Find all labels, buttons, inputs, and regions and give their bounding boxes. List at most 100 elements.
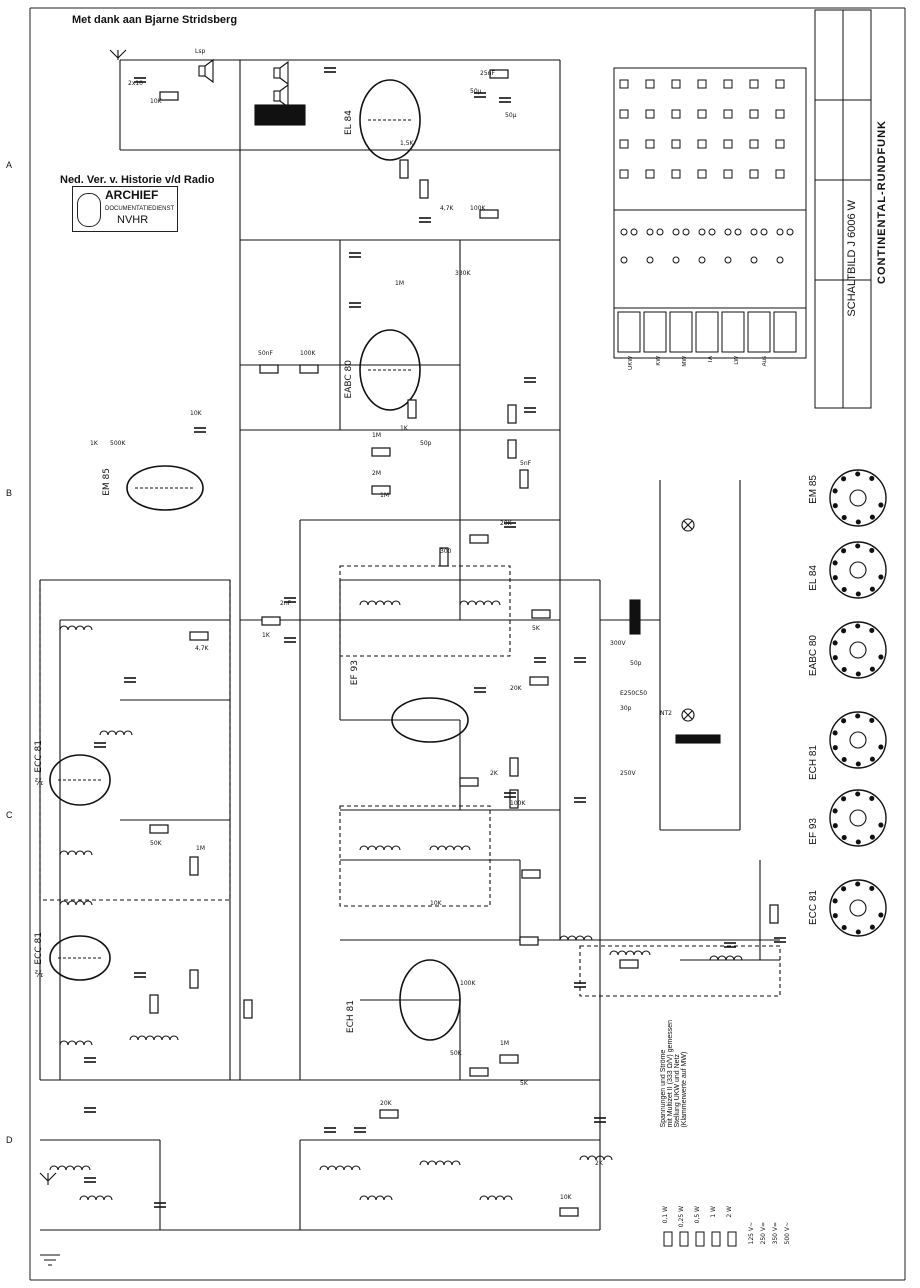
capacitor xyxy=(474,687,486,693)
tube-socket-pin xyxy=(841,667,847,673)
switch-contact xyxy=(760,228,768,236)
switch-contact xyxy=(697,139,707,149)
switch-contact xyxy=(749,169,759,179)
control-label-mw: MW xyxy=(682,356,688,367)
inductor-coil xyxy=(79,1195,113,1201)
tube-socket-pin xyxy=(832,655,838,661)
tube-socket-key xyxy=(849,641,867,659)
margin-letter-d: D xyxy=(6,1135,13,1145)
tube-socket-pin xyxy=(841,835,847,841)
component-value-label: 5K xyxy=(520,1080,528,1087)
switch-contact xyxy=(776,228,784,236)
switch-contact xyxy=(646,256,654,264)
switch-contact xyxy=(749,139,759,149)
tube-ef93 xyxy=(391,697,469,743)
archive-stamp: ARCHIEF DOCUMENTATIEDIENST NVHR xyxy=(72,186,178,232)
tube-socket-pin xyxy=(855,713,861,719)
component-value-label: 20K xyxy=(500,520,512,527)
tube-socket-key xyxy=(849,561,867,579)
ground-icon xyxy=(40,1254,60,1266)
inductor-coil xyxy=(559,935,593,941)
wattage-legend-label: 1 W xyxy=(710,1206,717,1218)
shielded-module-outline xyxy=(579,945,781,997)
tube-socket-pin xyxy=(869,514,875,520)
switch-contact xyxy=(697,169,707,179)
control-button xyxy=(617,311,641,353)
shielded-module-outline xyxy=(339,805,491,907)
resistor xyxy=(479,209,499,219)
capacitor xyxy=(324,67,336,73)
tube-socket-pin xyxy=(832,808,838,814)
component-value-label: 250V xyxy=(620,770,636,777)
note-line: Spannungen und Ströme xyxy=(660,1049,667,1128)
switch-contact xyxy=(619,109,629,119)
capacitor xyxy=(574,657,586,663)
tube-socket-pin xyxy=(878,744,884,750)
tube-socket-pin xyxy=(869,475,875,481)
switch-contact xyxy=(619,139,629,149)
component-value-label: 4,7K xyxy=(195,645,209,652)
tube-socket-pin xyxy=(855,471,861,477)
wattage-resistor-symbol xyxy=(711,1231,721,1247)
component-value-label: 10K xyxy=(150,98,162,105)
control-label-ta: TA xyxy=(708,356,714,364)
wattage-legend-label: 0,5 W xyxy=(694,1206,701,1224)
inductor-coil xyxy=(59,900,93,906)
control-label-ukw: UKW xyxy=(628,356,634,370)
component-value-label: 4,7K xyxy=(440,205,454,212)
control-button xyxy=(747,311,771,353)
tube-socket-pin xyxy=(841,476,847,482)
resistor xyxy=(507,439,517,459)
tube-socket-pin xyxy=(878,574,884,580)
switch-contact xyxy=(645,139,655,149)
component-value-label: 100K xyxy=(510,800,526,807)
tube-socket-pin xyxy=(869,795,875,801)
resistor xyxy=(499,1054,519,1064)
switch-contact xyxy=(620,228,628,236)
resistor xyxy=(189,969,199,989)
schematic-title: SCHALTBILD J 6006 W xyxy=(846,200,858,317)
tube-socket-pin xyxy=(855,791,861,797)
stamp-line3: NVHR xyxy=(117,214,149,226)
switch-contact xyxy=(775,79,785,89)
switch-contact xyxy=(723,169,733,179)
component-value-label: 1,5K xyxy=(400,140,414,147)
inductor-coil xyxy=(59,850,93,856)
switch-contact xyxy=(645,109,655,119)
tube-ecc81-lower-label: ½ ECC 81 xyxy=(34,932,44,978)
capacitor xyxy=(349,252,361,258)
control-label-aus: Aus xyxy=(762,356,768,367)
resistor xyxy=(469,1067,489,1077)
tube-socket-pin xyxy=(841,548,847,554)
capacitor xyxy=(774,937,786,943)
tube-ech81 xyxy=(399,959,461,1041)
capacitor xyxy=(474,92,486,98)
tube-socket-pin xyxy=(832,823,838,829)
component-value-label: 5K xyxy=(532,625,540,632)
switch-contact xyxy=(723,109,733,119)
switch-contact xyxy=(671,79,681,89)
switch-contact xyxy=(672,228,680,236)
component-value-label: 50μ xyxy=(470,88,482,95)
tube-socket-pin xyxy=(855,929,861,935)
tube-socket-pin xyxy=(855,591,861,597)
inductor-coil xyxy=(479,1195,513,1201)
inductor-coil xyxy=(319,1165,361,1171)
capacitor xyxy=(349,302,361,308)
resistor xyxy=(619,959,639,969)
resistor xyxy=(149,994,159,1014)
component-value-label: NT2 xyxy=(660,710,672,717)
speaker-icon xyxy=(198,58,214,84)
component-value-label: 20K xyxy=(380,1100,392,1107)
tube-socket-pin xyxy=(832,503,838,509)
resistor xyxy=(299,364,319,374)
socket-label-eabc80: EABC 80 xyxy=(808,635,819,677)
tube-socket-pin xyxy=(832,745,838,751)
tube-socket-pin xyxy=(878,654,884,660)
switch-contact xyxy=(698,256,706,264)
capacitor xyxy=(504,522,516,528)
resistor xyxy=(559,1207,579,1217)
component-value-label: 1M xyxy=(500,1040,509,1047)
component-value-label: 50nF xyxy=(258,350,273,357)
note-line: mit Multizet II (333 Ω/V) gemessen xyxy=(667,1020,674,1128)
